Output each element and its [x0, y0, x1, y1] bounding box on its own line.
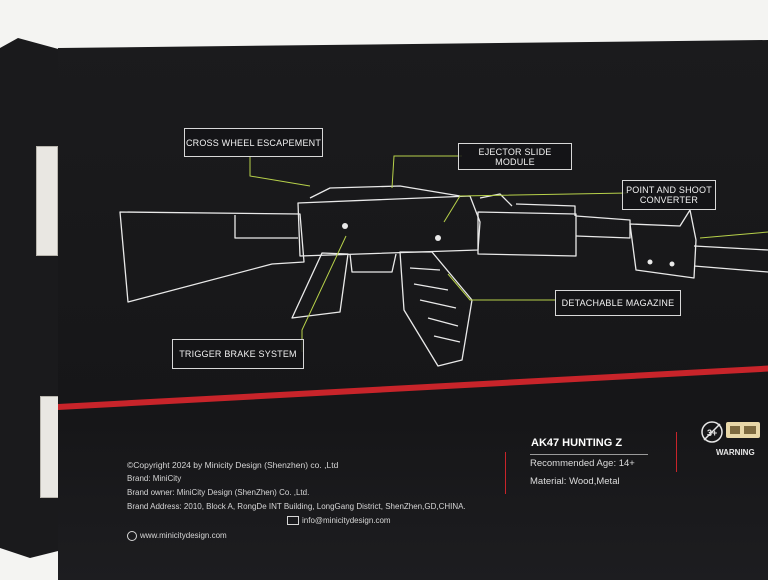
leader-magazine — [447, 273, 556, 301]
divider-left — [505, 452, 506, 494]
callout-magazine: DETACHABLE MAGAZINE — [555, 290, 681, 316]
website-text: www.minicitydesign.com — [140, 531, 227, 541]
handguard-outline — [477, 211, 577, 257]
stock-detail — [234, 215, 298, 239]
stock-outline — [119, 211, 305, 303]
receiver-outline — [297, 195, 481, 257]
box-tab-top — [36, 146, 58, 256]
front-sight — [629, 209, 697, 279]
callout-ejector: EJECTOR SLIDE MODULE — [458, 143, 572, 170]
grip-outline — [291, 252, 349, 319]
material: Material: Wood,Metal — [530, 476, 620, 487]
recommended-age: Recommended Age: 14+ — [530, 458, 635, 469]
leader-point-shoot — [443, 192, 629, 223]
gas-tube — [575, 215, 631, 239]
callout-trigger-label: TRIGGER BRAKE SYSTEM — [179, 349, 297, 359]
callout-point-shoot-line1: POINT AND SHOOT — [626, 185, 712, 195]
product-name-underline — [530, 454, 648, 455]
callout-trigger: TRIGGER BRAKE SYSTEM — [172, 339, 304, 369]
email-text: info@minicitydesign.com — [302, 516, 391, 525]
brand: Brand: MiniCity — [127, 474, 182, 483]
callout-point-shoot: POINT AND SHOOT CONVERTER — [622, 180, 716, 210]
callout-cross-wheel-label: CROSS WHEEL ESCAPEMENT — [185, 137, 322, 148]
copyright: ©Copyright 2024 by Minicity Design (Shen… — [127, 460, 339, 470]
brand-owner: Brand owner: MiniCity Design (ShenZhen) … — [127, 488, 310, 497]
magazine-outline — [399, 251, 473, 367]
callout-magazine-label: DETACHABLE MAGAZINE — [561, 298, 675, 308]
leader-cross-wheel — [249, 156, 311, 187]
svg-text:3+: 3+ — [707, 428, 717, 438]
brand-address: Brand Address: 2010, Block A, RongDe INT… — [127, 502, 466, 511]
callout-ejector-label: EJECTOR SLIDE MODULE — [478, 146, 552, 167]
barrel — [693, 245, 768, 273]
warning-graphic: 3+ — [701, 421, 760, 443]
warning-text: WARNING — [716, 448, 755, 457]
warning-label: 3+ WARNING — [700, 414, 768, 464]
website: www.minicitydesign.com — [127, 531, 227, 541]
divider-right — [676, 432, 677, 472]
trigger-guard — [349, 253, 397, 273]
leader-right — [699, 231, 768, 239]
callout-point-shoot-line2: CONVERTER — [639, 195, 699, 205]
upper-handguard — [515, 203, 576, 216]
email: info@minicitydesign.com — [287, 516, 391, 526]
callout-cross-wheel: CROSS WHEEL ESCAPEMENT — [184, 128, 323, 157]
globe-icon — [127, 531, 137, 541]
leader-ejector — [391, 155, 462, 189]
receiver-top — [309, 185, 461, 199]
mail-icon — [287, 516, 299, 526]
rear-sight — [479, 193, 513, 207]
product-name: AK47 HUNTING Z — [531, 437, 623, 449]
magazine-ribs — [409, 267, 461, 343]
